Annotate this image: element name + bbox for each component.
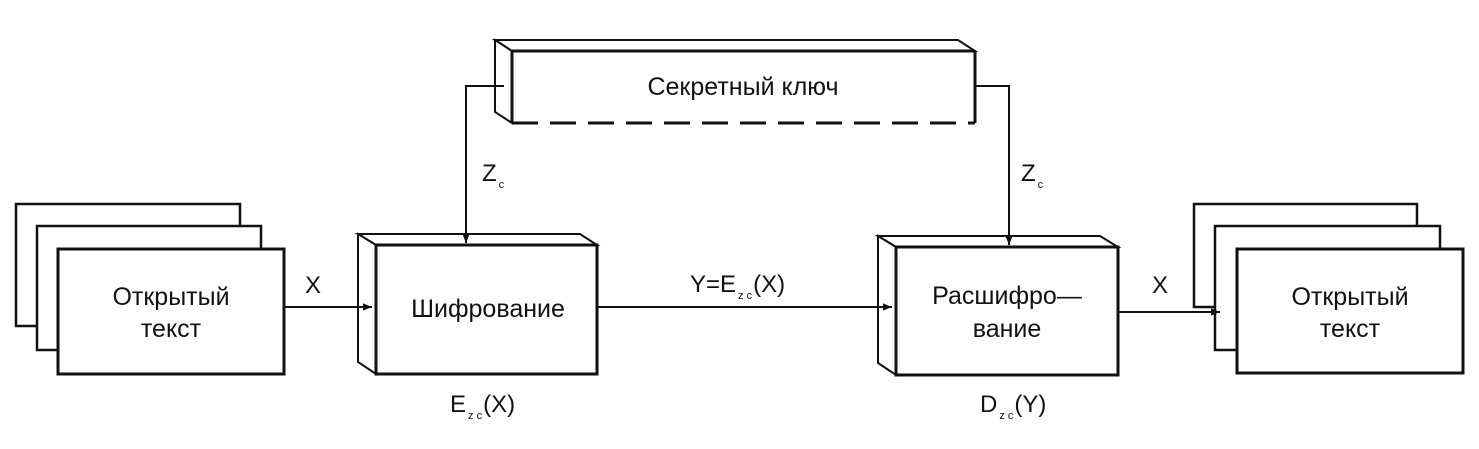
key-symbol: Z xyxy=(482,160,497,187)
ciphertext-suffix: (X) xyxy=(753,271,785,298)
decryption-block-top-face xyxy=(874,235,1122,248)
key-subscript: c xyxy=(499,179,505,191)
encryption-label: Шифрование xyxy=(411,295,565,323)
decryption-label-line1: Расшифро— xyxy=(932,282,1082,310)
secret-key-block: Секретный ключ xyxy=(491,38,979,125)
connections xyxy=(284,85,1220,316)
caption-symbol: E xyxy=(450,391,466,418)
document-sheet-front xyxy=(56,247,286,376)
caption-suffix: (X) xyxy=(483,391,515,418)
ciphertext-subscript: z c xyxy=(738,290,753,302)
decryption-block-front xyxy=(894,245,1120,377)
encryption-block: Шифрование xyxy=(354,232,601,376)
plaintext-output-label-line1: Открытый xyxy=(1291,283,1408,311)
key-subscript: c xyxy=(1038,179,1044,191)
encryption-block-front xyxy=(374,243,599,376)
caption-suffix: (Y) xyxy=(1014,391,1046,418)
secret-key-label: Секретный ключ xyxy=(647,73,838,101)
plaintext-output-label-line2: текст xyxy=(1320,315,1381,343)
encryption-block-top-face xyxy=(354,233,601,246)
caption-subscript: z c xyxy=(468,410,483,422)
arrow-key-to-decryption xyxy=(975,85,1013,245)
document-sheet-front xyxy=(1235,247,1465,375)
arrow-key-to-encryption xyxy=(462,85,504,243)
decryption-block-side-face xyxy=(877,234,897,377)
secret-key-block-front-fill xyxy=(512,51,975,123)
plaintext-input-label-line2: текст xyxy=(141,315,202,343)
plaintext-input-label-line1: Открытый xyxy=(112,283,229,311)
decryption-label-line2: вание xyxy=(973,315,1042,343)
secret-key-block-top-face xyxy=(491,39,979,52)
secret-key-block-side-face xyxy=(494,38,513,125)
key-symbol: Z xyxy=(1021,160,1036,187)
encryption-block-side-face xyxy=(357,232,377,376)
x-input-label: X xyxy=(305,272,321,299)
ciphertext-prefix: Y=E xyxy=(690,271,736,298)
decryption-block: Расшифро— вание xyxy=(874,234,1122,377)
plaintext-input-stack: Открытый текст xyxy=(14,202,286,376)
plaintext-output-stack: Открытый текст xyxy=(1192,202,1465,375)
caption-subscript: z c xyxy=(999,410,1014,422)
x-output-label: X xyxy=(1152,272,1168,299)
caption-symbol: D xyxy=(980,391,997,418)
